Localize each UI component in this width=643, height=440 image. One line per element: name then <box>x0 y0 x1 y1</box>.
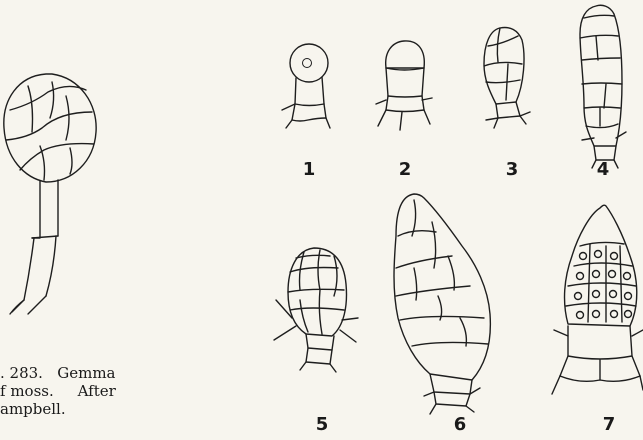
stage-label-4: 4 <box>597 159 610 180</box>
stage-label-1: 1 <box>303 159 316 180</box>
stage-2-drawing <box>376 41 432 130</box>
figure-caption: . 283. Gemma f moss. After ampbell. <box>0 364 116 418</box>
stage-6-drawing <box>394 194 490 414</box>
caption-line-2: f moss. After <box>0 382 116 400</box>
stage-1-drawing <box>282 44 330 128</box>
stage-7-drawing <box>552 205 643 394</box>
stage-label-6: 6 <box>454 414 467 435</box>
stage-5-drawing <box>274 248 358 372</box>
gemma-figure <box>4 74 96 314</box>
stage-3-drawing <box>484 28 530 129</box>
stage-4-drawing <box>580 5 626 168</box>
stage-label-5: 5 <box>316 414 329 435</box>
caption-line-3: ampbell. <box>0 400 116 418</box>
stage-label-2: 2 <box>399 159 412 180</box>
stage-label-3: 3 <box>506 159 519 180</box>
caption-line-1: . 283. Gemma <box>0 364 116 382</box>
stage-label-7: 7 <box>603 414 616 435</box>
